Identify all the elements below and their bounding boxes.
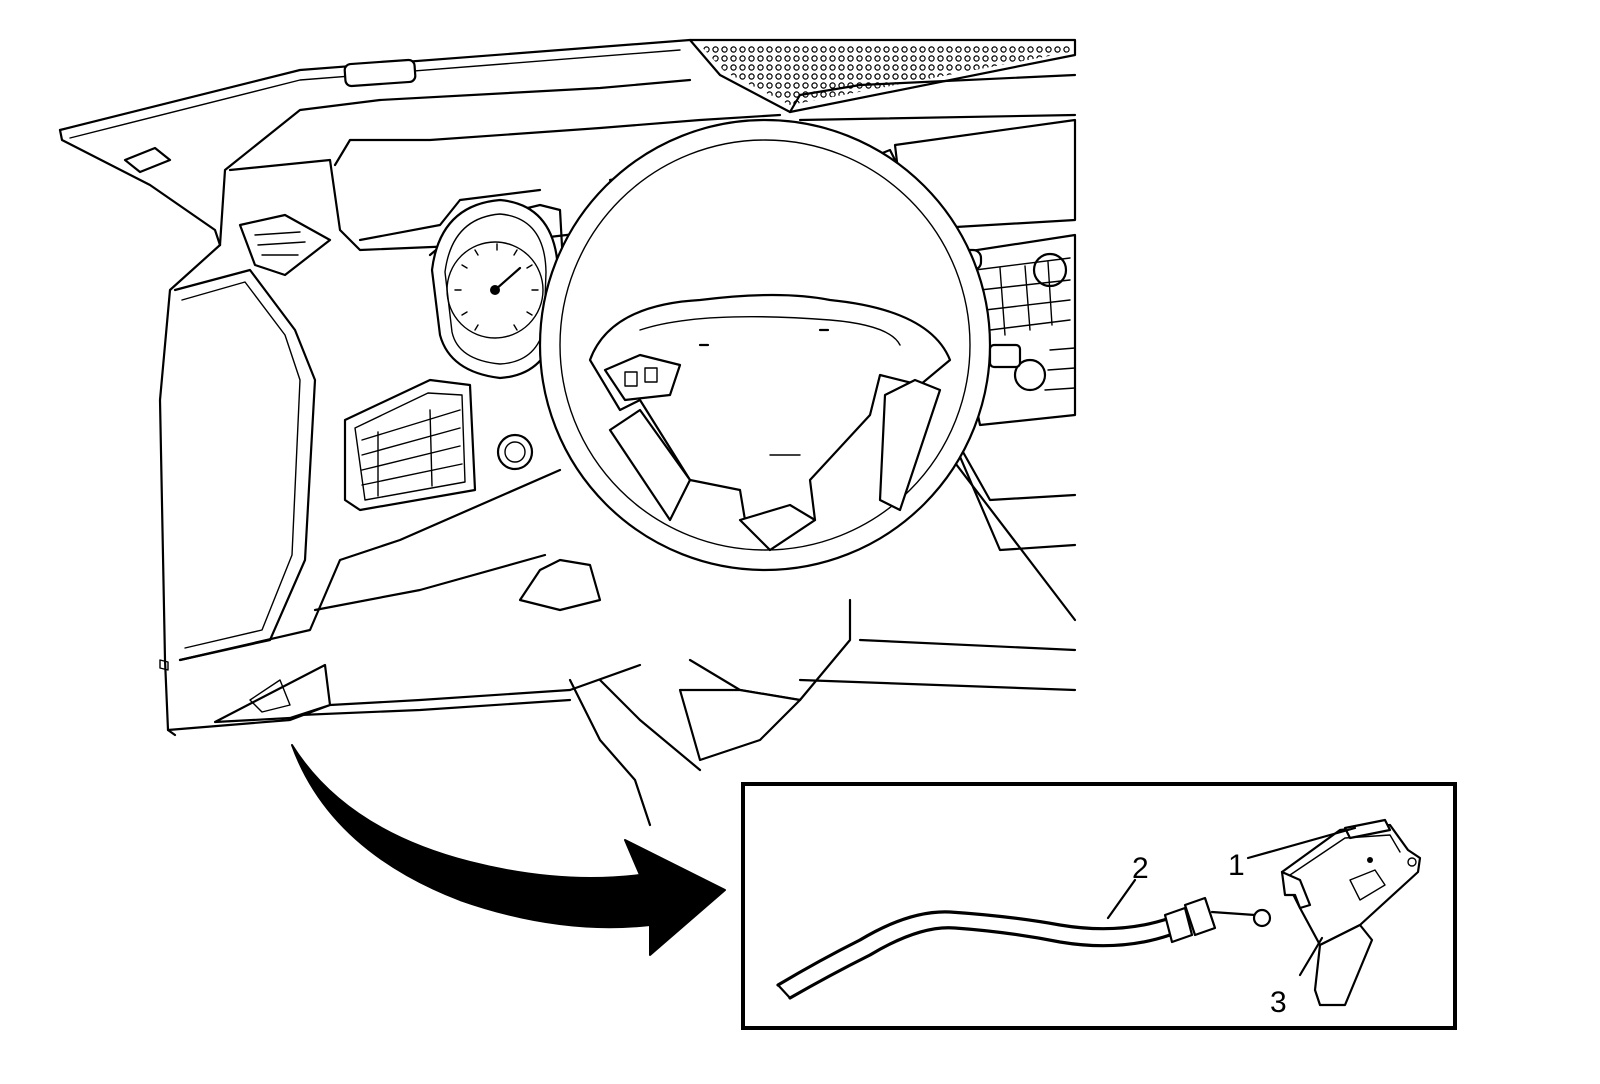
- round-switch: [496, 433, 534, 471]
- callout-1: 1: [1228, 849, 1245, 882]
- steering-column-shroud: [678, 688, 802, 762]
- release-cable: [776, 896, 1272, 1000]
- handle-lever: [1313, 923, 1374, 1007]
- driver-air-vent: [343, 378, 477, 512]
- leader-line-1: [1246, 826, 1357, 860]
- dashboard-overview: [58, 38, 1077, 827]
- leader-line-3: [1298, 936, 1324, 977]
- speaker-grille: [688, 38, 1077, 114]
- tachometer-gauge: [430, 198, 560, 380]
- release-handle: [1280, 818, 1422, 1007]
- leader-line-2: [1106, 878, 1137, 920]
- defrost-vent-left: [123, 146, 172, 174]
- steering-wheel: [538, 118, 992, 572]
- lower-vent: [213, 663, 332, 724]
- defrost-vent-center: [343, 58, 417, 88]
- callout-2: 2: [1132, 852, 1149, 885]
- curved-arrow: [291, 744, 726, 956]
- left-vent: [238, 213, 332, 277]
- callout-3: 3: [1270, 986, 1287, 1019]
- cable-end-eyelet: [1252, 908, 1272, 928]
- detail-inset: 1 2 3: [741, 782, 1457, 1030]
- steering-wheel-switches: [603, 353, 682, 402]
